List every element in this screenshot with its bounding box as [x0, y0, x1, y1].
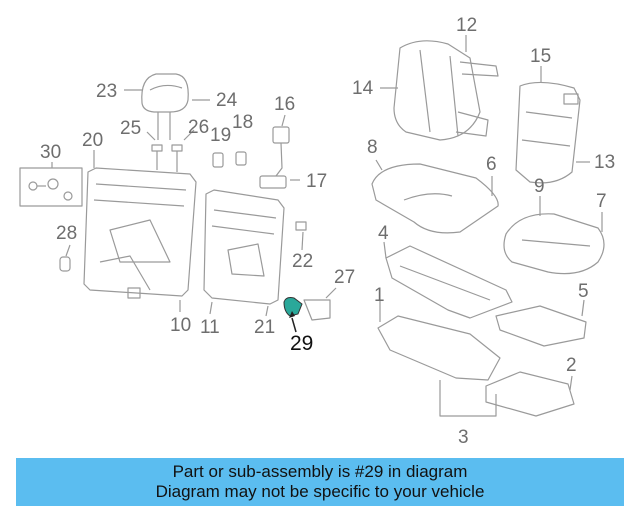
- callout-23: 23: [96, 81, 118, 102]
- callout-21: 21: [254, 317, 276, 338]
- callout-27: 27: [334, 267, 356, 288]
- hinge-27-drawing: [303, 299, 331, 321]
- callout-6: 6: [486, 154, 497, 175]
- headrest-drawing: [141, 73, 189, 140]
- callout-22: 22: [292, 251, 314, 272]
- clip-19-drawing: [212, 152, 224, 168]
- seatback-frame-left-drawing: [83, 167, 197, 299]
- info-banner: Part or sub-assembly is #29 in diagram D…: [16, 458, 624, 506]
- callout-14: 14: [352, 78, 374, 99]
- banner-line-1: Part or sub-assembly is #29 in diagram: [172, 462, 468, 481]
- parts-diagram: 12 15 14 13 8 6 9 7 4 5 1 2 3 23 24 25 2…: [19, 15, 616, 448]
- callout-13: 13: [594, 152, 616, 173]
- callout-1: 1: [374, 285, 385, 306]
- callout-26: 26: [188, 117, 210, 138]
- callout-7: 7: [596, 191, 607, 212]
- callout-3: 3: [458, 427, 469, 448]
- callout-16: 16: [274, 94, 296, 115]
- guide-pins-drawing: [151, 144, 183, 172]
- seatback-frame-right-drawing: [203, 189, 285, 305]
- clip-18-drawing: [235, 151, 247, 166]
- callout-5: 5: [578, 281, 589, 302]
- seat-pan-5-drawing: [495, 305, 587, 347]
- callout-12: 12: [456, 15, 478, 36]
- seat-cushion-left-drawing: [371, 163, 499, 234]
- latch-drawing: [259, 126, 290, 189]
- callout-11: 11: [200, 317, 220, 338]
- callout-2: 2: [566, 355, 577, 376]
- diagram-artwork: [19, 35, 605, 417]
- seatback-cushion-right-drawing: [515, 81, 581, 184]
- bracket-22-drawing: [295, 221, 307, 231]
- banner-line-2: Diagram may not be specific to your vehi…: [155, 482, 485, 501]
- callout-28: 28: [56, 223, 78, 244]
- callout-8: 8: [367, 137, 378, 158]
- callout-25: 25: [120, 118, 142, 139]
- seat-cushion-right-drawing: [503, 213, 605, 275]
- floor-frame-drawing: [377, 315, 575, 417]
- callout-19: 19: [210, 125, 232, 146]
- callout-24: 24: [216, 90, 238, 111]
- callout-20: 20: [82, 130, 104, 151]
- clip-28-drawing: [59, 256, 71, 272]
- seat-frame-4-drawing: [385, 245, 513, 319]
- callout-17: 17: [306, 171, 328, 192]
- callout-9: 9: [534, 176, 545, 197]
- leader-lines: [51, 35, 603, 391]
- part-29-highlight: [283, 297, 303, 333]
- hardware-kit-drawing: [19, 167, 83, 207]
- callout-10: 10: [170, 315, 192, 336]
- callout-15: 15: [530, 46, 552, 67]
- callout-4: 4: [378, 223, 389, 244]
- seatback-cushion-left-drawing: [393, 40, 499, 141]
- callout-29: 29: [290, 332, 314, 355]
- callout-18: 18: [232, 112, 254, 133]
- callout-30: 30: [40, 142, 62, 163]
